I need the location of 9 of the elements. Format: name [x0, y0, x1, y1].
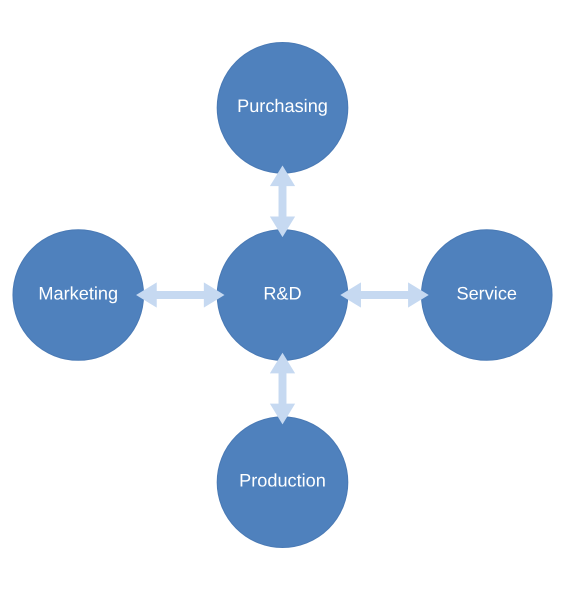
arrow: [136, 282, 224, 308]
node-circle: R&D: [216, 229, 348, 361]
arrow: [340, 282, 429, 308]
node-circle: Purchasing: [216, 42, 348, 174]
node-circle: Service: [420, 229, 553, 361]
node-circle: Production: [216, 416, 348, 548]
arrow: [270, 352, 296, 424]
arrow: [270, 165, 296, 238]
node-circle: Marketing: [12, 229, 144, 361]
